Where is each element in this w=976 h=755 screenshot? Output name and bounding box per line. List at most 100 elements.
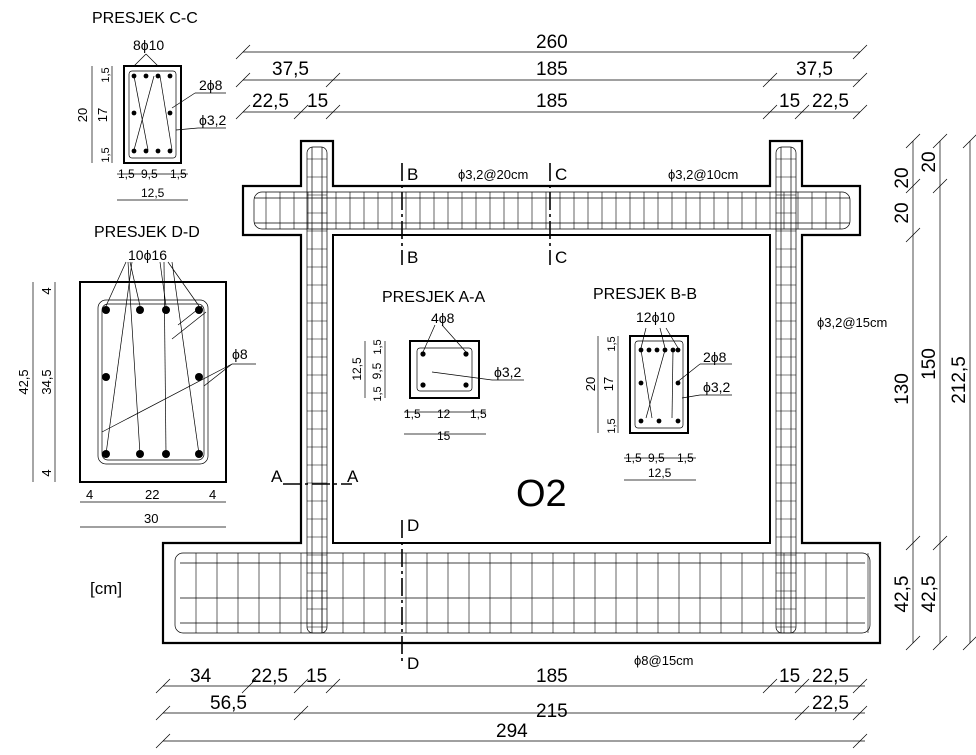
right-dim-col1-1: 20 bbox=[892, 167, 913, 188]
stirrup-note-bottom: ϕ8@15cm bbox=[634, 653, 694, 668]
dimension-tick bbox=[852, 705, 868, 721]
section-aa-dim-6: 12 bbox=[437, 407, 451, 421]
dimension-tick bbox=[762, 104, 778, 120]
cut-label-a-right: A bbox=[347, 467, 359, 486]
section-bb-dim-5: 1,5 bbox=[625, 451, 642, 465]
section-aa bbox=[364, 324, 524, 435]
section-bb-dim-3: 1,5 bbox=[606, 418, 618, 433]
section-dd-dim-7: 4 bbox=[209, 487, 216, 502]
bottom-dim-row2-2: 215 bbox=[536, 701, 568, 722]
section-bb-dim-4: 20 bbox=[583, 377, 598, 391]
section-bb-dim-6: 9,5 bbox=[648, 451, 665, 465]
section-aa-stirrup: ϕ3,2 bbox=[494, 364, 522, 380]
cut-label-d-bottom: D bbox=[407, 654, 419, 673]
dimension-tick bbox=[293, 678, 309, 694]
bottom-dim-row2-1: 56,5 bbox=[210, 693, 247, 714]
right-dim-col2-3: 42,5 bbox=[919, 576, 940, 613]
section-bb-dim-8: 12,5 bbox=[648, 466, 672, 480]
bottom-dimension-lines bbox=[155, 678, 868, 749]
top-dim-row3-4: 15 bbox=[779, 91, 800, 112]
top-beam-reinforcement bbox=[253, 191, 851, 230]
top-dim-row3-2: 15 bbox=[307, 91, 328, 112]
top-dim-row3-1: 22,5 bbox=[252, 91, 289, 112]
dimension-tick bbox=[762, 678, 778, 694]
dimension-tick bbox=[235, 72, 251, 88]
dimension-tick bbox=[962, 636, 976, 651]
dimension-tick bbox=[852, 678, 868, 694]
section-dd-bars-top: 10ϕ16 bbox=[128, 247, 167, 263]
bottom-dim-row1-4: 185 bbox=[536, 666, 568, 687]
right-dim-col3-1: 212,5 bbox=[949, 356, 970, 404]
cut-label-b-bottom: B bbox=[407, 248, 418, 267]
top-dim-row2-mid: 185 bbox=[536, 59, 568, 80]
section-cc-title: PRESJEK C-C bbox=[92, 10, 198, 27]
cut-label-c-bottom: C bbox=[555, 248, 567, 267]
section-cut-lines bbox=[283, 163, 551, 665]
section-dd-dim-3: 4 bbox=[39, 469, 54, 476]
dimension-tick bbox=[932, 133, 948, 149]
right-dim-col1-2: 20 bbox=[892, 202, 913, 223]
section-bb-bars-top: 12ϕ10 bbox=[636, 309, 675, 325]
bottom-dim-row1-6: 22,5 bbox=[812, 666, 849, 687]
top-dim-row2-right: 37,5 bbox=[796, 59, 833, 80]
dimension-tick bbox=[325, 72, 341, 88]
stirrup-note-top-b: ϕ3,2@20cm bbox=[458, 167, 528, 182]
section-cc-dim-8: 12,5 bbox=[141, 186, 165, 200]
right-dim-col1-4: 42,5 bbox=[892, 576, 913, 613]
dimension-tick bbox=[932, 178, 948, 194]
section-bb-stirrup: ϕ3,2 bbox=[703, 379, 731, 395]
section-cc-dim-1: 1,5 bbox=[100, 67, 112, 82]
section-bb-title: PRESJEK B-B bbox=[593, 286, 697, 303]
section-cc-dim-4: 20 bbox=[75, 108, 90, 122]
bottom-dim-total: 294 bbox=[496, 721, 528, 742]
top-dim-row3-3: 185 bbox=[536, 91, 568, 112]
section-bb-bars-side: 2ϕ8 bbox=[703, 349, 727, 365]
top-dim-row2-left: 37,5 bbox=[272, 59, 309, 80]
section-dd-dim-2: 34,5 bbox=[39, 369, 54, 394]
dimension-tick bbox=[293, 705, 309, 721]
dimension-tick bbox=[794, 104, 810, 120]
right-dim-col2-1: 20 bbox=[919, 151, 940, 172]
bottom-dim-row2-3: 22,5 bbox=[812, 693, 849, 714]
dimension-tick bbox=[325, 104, 341, 120]
section-dd-dim-8: 30 bbox=[144, 511, 158, 526]
cut-label-b-top: B bbox=[407, 165, 418, 184]
dimension-tick bbox=[905, 635, 921, 651]
section-cc-stirrup: ϕ3,2 bbox=[199, 112, 227, 128]
dimension-tick bbox=[325, 678, 341, 694]
dimension-tick bbox=[794, 705, 810, 721]
section-bb bbox=[597, 327, 732, 481]
section-cc-dim-7: 1,5 bbox=[170, 167, 187, 181]
section-aa-dim-4: 12,5 bbox=[350, 357, 364, 381]
section-aa-dim-7: 1,5 bbox=[470, 407, 487, 421]
section-bb-dim-2: 17 bbox=[601, 377, 616, 391]
dimension-tick bbox=[932, 535, 948, 551]
section-aa-title: PRESJEK A-A bbox=[382, 289, 485, 306]
dimension-tick bbox=[155, 678, 171, 694]
dimension-tick bbox=[852, 104, 868, 120]
right-column-reinforcement bbox=[775, 146, 797, 634]
bottom-dim-row1-3: 15 bbox=[306, 666, 327, 687]
section-dd-stirrup: ϕ8 bbox=[232, 346, 248, 362]
section-dd-dim-1: 4 bbox=[39, 287, 54, 294]
dimension-tick bbox=[762, 72, 778, 88]
dimension-tick bbox=[962, 134, 976, 149]
top-dim-total: 260 bbox=[536, 32, 568, 53]
section-bb-dim-7: 1,5 bbox=[677, 451, 694, 465]
section-cc-dim-3: 1,5 bbox=[100, 147, 112, 162]
bottom-dim-row1-1: 34 bbox=[190, 666, 212, 687]
section-dd-dim-5: 4 bbox=[86, 487, 93, 502]
section-aa-dim-8: 15 bbox=[437, 429, 451, 443]
stirrup-note-top-c: ϕ3,2@10cm bbox=[668, 167, 738, 182]
section-dd-dim-6: 22 bbox=[145, 487, 159, 502]
right-dim-col1-3: 130 bbox=[892, 373, 913, 405]
cut-label-d-top: D bbox=[407, 516, 419, 535]
right-dim-col2-2: 150 bbox=[919, 348, 940, 380]
frame-outline bbox=[161, 139, 882, 645]
dimension-tick bbox=[155, 705, 171, 721]
dimension-tick bbox=[905, 133, 921, 149]
stirrup-note-side: ϕ3,2@15cm bbox=[817, 315, 887, 330]
section-aa-dim-2: 9,5 bbox=[370, 362, 384, 379]
dimension-tick bbox=[241, 678, 257, 694]
